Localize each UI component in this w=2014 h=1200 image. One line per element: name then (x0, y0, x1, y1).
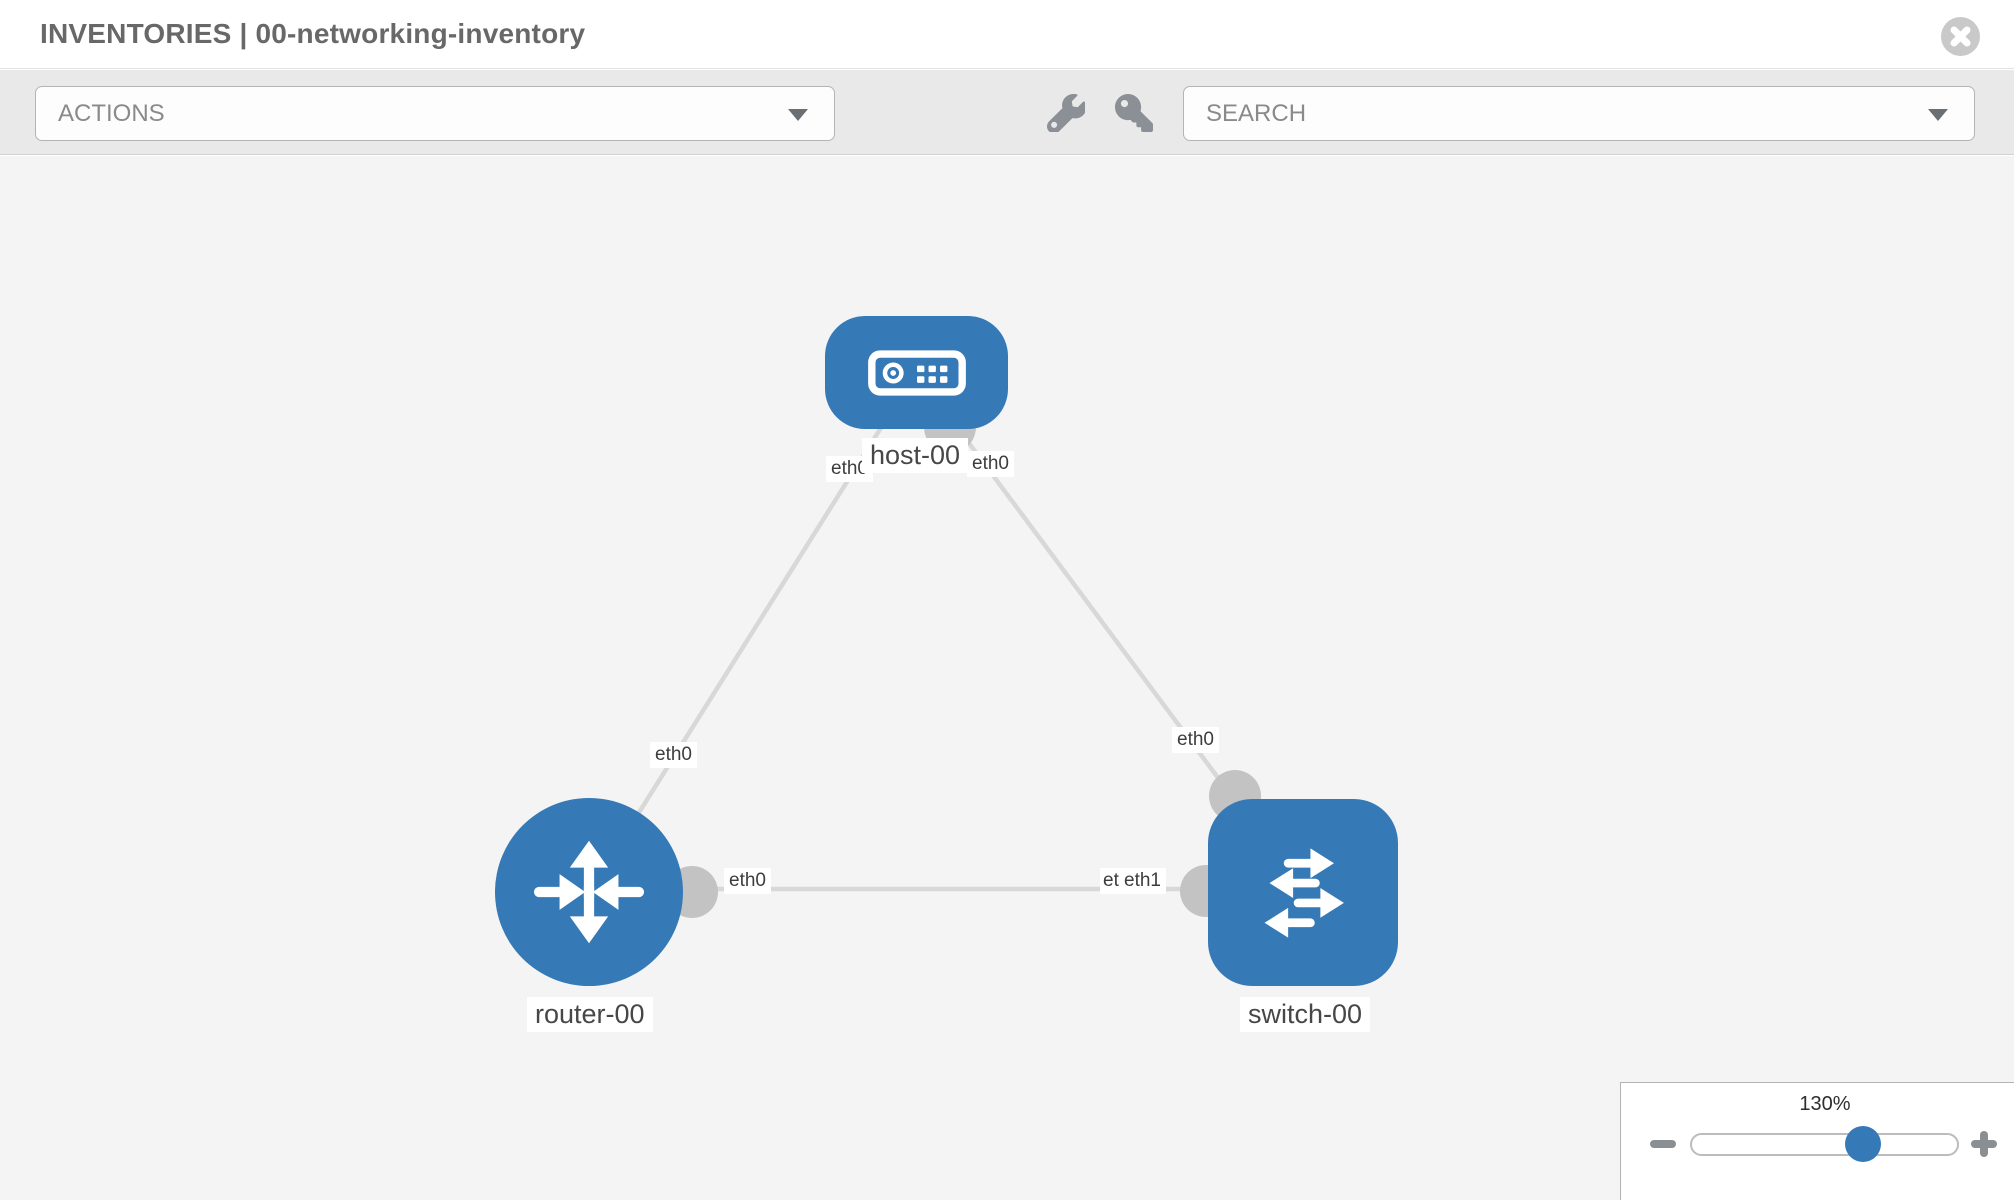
search-dropdown-label: SEARCH (1206, 100, 1307, 127)
search-dropdown[interactable]: SEARCH (1183, 86, 1975, 141)
toolbar: ACTIONS SEARCH (0, 70, 2014, 155)
interface-label: eth1 (1119, 868, 1166, 894)
node-label-switch: switch-00 (1240, 997, 1371, 1032)
interface-label: eth0 (724, 868, 771, 894)
credentials-button[interactable] (1112, 92, 1156, 136)
node-label-host: host-00 (862, 438, 969, 473)
zoom-level: 130% (1799, 1093, 1851, 1115)
breadcrumb-header: INVENTORIES | 00-networking-inventory (0, 0, 2014, 69)
minus-icon (1650, 1140, 1676, 1148)
zoom-control-panel: 130% (1620, 1082, 2014, 1200)
caret-down-icon (1928, 109, 1948, 121)
times-circle-icon (1950, 26, 1971, 47)
node-label-router: router-00 (527, 997, 653, 1032)
topology-canvas[interactable]: eth0 eth0 eth0 eth0 eth0 eth0 eth1 host-… (0, 156, 2014, 1200)
interface-label: eth0 (650, 742, 697, 768)
zoom-slider-thumb[interactable] (1845, 1126, 1881, 1162)
zoom-slider-track[interactable] (1690, 1133, 1959, 1156)
node-host-00[interactable] (825, 316, 1008, 429)
actions-dropdown[interactable]: ACTIONS (35, 86, 835, 141)
configure-tools-button[interactable] (1044, 92, 1088, 136)
interface-label: eth0 (967, 451, 1014, 477)
router-icon (533, 840, 645, 944)
host-icon (867, 349, 966, 396)
links-layer (587, 370, 1305, 918)
close-button[interactable] (1941, 17, 1980, 56)
wrench-icon (1047, 94, 1087, 134)
plus-icon (1980, 1131, 1988, 1157)
zoom-out-button[interactable] (1646, 1133, 1680, 1155)
actions-dropdown-label: ACTIONS (58, 100, 165, 127)
page-title: INVENTORIES | 00-networking-inventory (40, 18, 586, 49)
key-icon (1115, 94, 1153, 132)
node-router-00[interactable] (495, 798, 683, 986)
node-switch-00[interactable] (1208, 799, 1398, 986)
caret-down-icon (788, 109, 808, 121)
zoom-in-button[interactable] (1967, 1126, 2001, 1162)
interface-label: eth0 (1172, 727, 1219, 753)
switch-icon (1264, 847, 1344, 938)
